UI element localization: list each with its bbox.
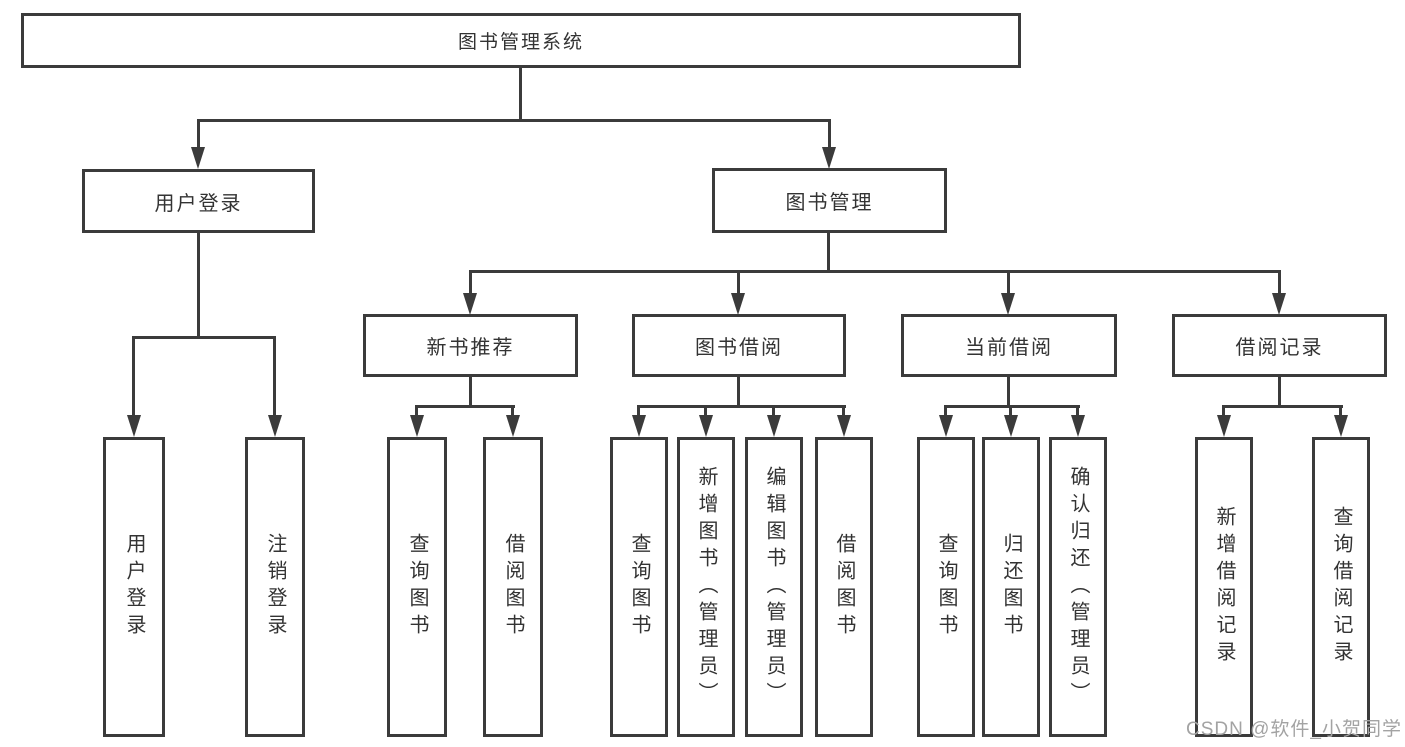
leaf-edit-books-admin: 编辑图书（管理员）: [745, 437, 803, 737]
leaf-query-books-recommend: 查询图书: [387, 437, 447, 737]
leaf-query-books-current: 查询图书: [917, 437, 975, 737]
connector-line: [827, 231, 830, 273]
arrowhead-icon: [632, 415, 646, 437]
arrowhead-icon: [939, 415, 953, 437]
connector-line: [511, 405, 514, 418]
connector-line: [132, 336, 275, 339]
arrowhead-icon: [1004, 415, 1018, 437]
arrowhead-icon: [1334, 415, 1348, 437]
connector-line: [828, 119, 831, 149]
connector-line: [1222, 405, 1343, 408]
connector-line: [1278, 270, 1281, 296]
connector-line: [1339, 405, 1342, 418]
leaf-borrow-books: 借阅图书: [815, 437, 873, 737]
leaf-query-borrow-record: 查询借阅记录: [1312, 437, 1370, 737]
node-user-login-branch: 用户登录: [82, 169, 315, 233]
arrowhead-icon: [822, 147, 836, 169]
connector-line: [1009, 405, 1012, 418]
leaf-add-borrow-record: 新增借阅记录: [1195, 437, 1253, 737]
leaf-add-books-admin: 新增图书（管理员）: [677, 437, 735, 737]
connector-line: [132, 336, 135, 417]
connector-line: [637, 405, 640, 418]
connector-line: [415, 405, 418, 418]
connector-line: [1007, 270, 1010, 296]
arrowhead-icon: [191, 147, 205, 169]
connector-line: [197, 231, 200, 339]
connector-line: [1278, 375, 1281, 408]
connector-line: [842, 405, 845, 418]
connector-line: [737, 270, 740, 296]
connector-line: [772, 405, 775, 418]
connector-line: [469, 270, 1281, 273]
leaf-user-login: 用户登录: [103, 437, 165, 737]
arrowhead-icon: [1217, 415, 1231, 437]
leaf-logout: 注销登录: [245, 437, 305, 737]
connector-line: [704, 405, 707, 418]
arrowhead-icon: [837, 415, 851, 437]
leaf-confirm-return-admin: 确认归还（管理员）: [1049, 437, 1107, 737]
arrowhead-icon: [506, 415, 520, 437]
node-book-borrowing: 图书借阅: [632, 314, 846, 377]
node-library-management-system: 图书管理系统: [21, 13, 1021, 68]
node-new-book-recommend: 新书推荐: [363, 314, 578, 377]
connector-line: [1007, 375, 1010, 408]
arrowhead-icon: [410, 415, 424, 437]
leaf-query-books-borrow: 查询图书: [610, 437, 668, 737]
connector-line: [1222, 405, 1225, 418]
csdn-watermark: CSDN @软件_小贺同学: [1186, 719, 1402, 740]
connector-line: [944, 405, 1080, 408]
arrowhead-icon: [463, 293, 477, 315]
connector-line: [197, 119, 831, 122]
connector-line: [737, 375, 740, 408]
connector-line: [197, 119, 200, 149]
connector-line: [944, 405, 947, 418]
connector-line: [637, 405, 846, 408]
node-book-management-branch: 图书管理: [712, 168, 947, 233]
arrowhead-icon: [699, 415, 713, 437]
arrowhead-icon: [268, 415, 282, 437]
arrowhead-icon: [731, 293, 745, 315]
connector-line: [469, 270, 472, 296]
leaf-borrow-books-recommend: 借阅图书: [483, 437, 543, 737]
arrowhead-icon: [1272, 293, 1286, 315]
arrowhead-icon: [1071, 415, 1085, 437]
arrowhead-icon: [1001, 293, 1015, 315]
arrowhead-icon: [127, 415, 141, 437]
connector-line: [1076, 405, 1079, 418]
leaf-return-books: 归还图书: [982, 437, 1040, 737]
arrowhead-icon: [767, 415, 781, 437]
connector-line: [415, 405, 515, 408]
node-borrowing-records: 借阅记录: [1172, 314, 1387, 377]
connector-line: [469, 375, 472, 408]
connector-line: [519, 66, 522, 122]
connector-line: [273, 336, 276, 417]
node-current-borrowing: 当前借阅: [901, 314, 1117, 377]
